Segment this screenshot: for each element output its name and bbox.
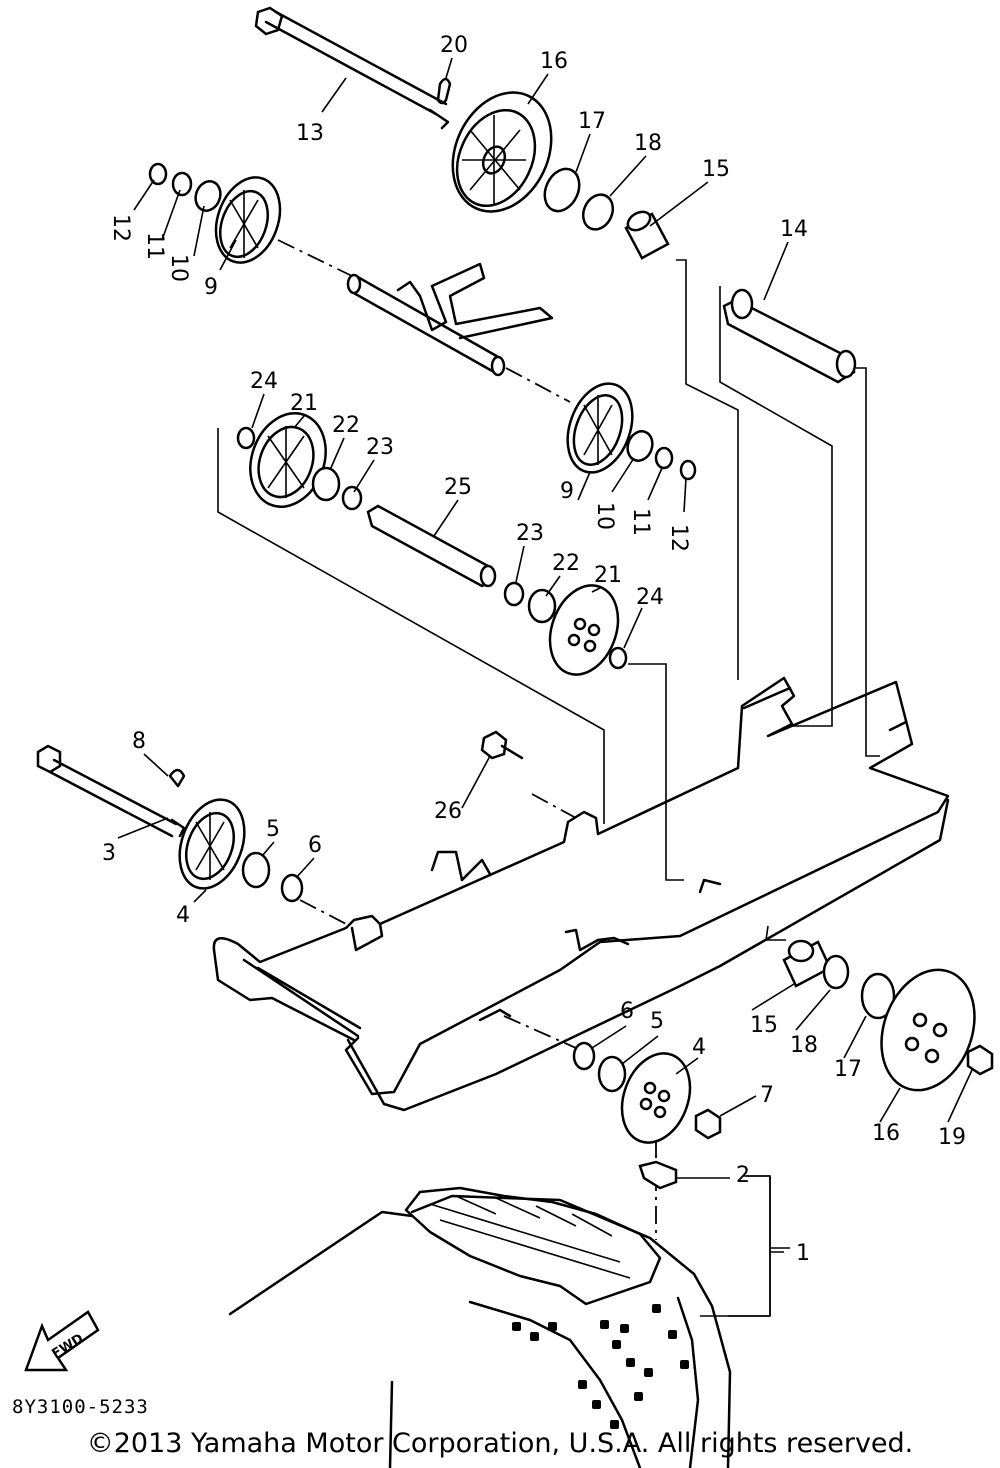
bearing-5-left — [241, 851, 271, 889]
shaft-3 — [36, 744, 186, 838]
circlip-12-top — [148, 162, 168, 186]
fwd-arrow: FWD — [24, 1310, 100, 1372]
bolt-26 — [480, 730, 524, 760]
wheel-4-bottom — [620, 1052, 692, 1144]
callout-13: 13 — [296, 121, 324, 146]
callout-10a: 10 — [166, 254, 191, 282]
callout-22a: 22 — [332, 413, 360, 438]
copyright-notice: ©2013 Yamaha Motor Corporation, U.S.A. A… — [86, 1428, 914, 1459]
cotter-pin-20 — [436, 77, 452, 105]
callout-5b: 5 — [650, 1009, 664, 1034]
callout-6a: 6 — [308, 833, 322, 858]
leader-lines — [217, 259, 880, 1317]
circlip-11-middle — [654, 446, 674, 470]
track-clip-2 — [638, 1160, 678, 1190]
track-1 — [228, 1186, 732, 1468]
circlip-6-left — [280, 873, 304, 903]
circlip-23-left — [341, 485, 363, 511]
callout-15b: 15 — [750, 1013, 778, 1038]
wheel-4-left — [178, 798, 246, 890]
circlip-24-right — [608, 646, 628, 670]
callout-5a: 5 — [266, 817, 280, 842]
drawing-code: 8Y3100-5233 — [12, 1396, 149, 1418]
wheel-21-right — [548, 584, 620, 676]
callout-4b: 4 — [692, 1035, 706, 1060]
callout-23a: 23 — [366, 435, 394, 460]
callout-8: 8 — [132, 729, 146, 754]
wheel-9-top — [214, 176, 282, 264]
wheel-16-bottom — [880, 968, 976, 1092]
axle-25 — [366, 504, 497, 588]
callout-24b: 24 — [636, 585, 664, 610]
callout-18a: 18 — [634, 131, 662, 156]
nut-19 — [966, 1044, 994, 1076]
callout-21a: 21 — [290, 391, 318, 416]
callout-6b: 6 — [620, 999, 634, 1024]
callout-2: 2 — [736, 1163, 750, 1188]
callout-11b: 11 — [628, 508, 653, 536]
callout-12a: 12 — [108, 214, 133, 242]
track-bracket — [700, 1175, 790, 1317]
nut-7 — [694, 1108, 722, 1140]
circlip-11-top — [171, 171, 193, 197]
centerline-b — [299, 793, 577, 1049]
callout-1: 1 — [796, 1241, 810, 1266]
wheel-9-middle — [566, 382, 634, 474]
callout-12b: 12 — [666, 524, 691, 552]
callout-9b: 9 — [560, 479, 574, 504]
callout-7: 7 — [760, 1083, 774, 1108]
bearing-22-right — [527, 588, 557, 624]
circlip-6-bottom — [572, 1041, 596, 1071]
center-arm — [346, 262, 554, 377]
circlip-23-right — [503, 581, 525, 607]
callout-4a: 4 — [176, 903, 190, 928]
circlip-24-left — [236, 426, 256, 450]
callout-14: 14 — [780, 217, 808, 242]
collar-15-top — [624, 210, 670, 260]
bearing-22-left — [311, 466, 341, 502]
cotter-pin-8 — [168, 768, 186, 788]
callout-26: 26 — [434, 799, 462, 824]
callout-23b: 23 — [516, 521, 544, 546]
shaft-13 — [254, 6, 450, 130]
shaft-14 — [722, 288, 857, 384]
callout-22b: 22 — [552, 551, 580, 576]
wheel-16-top — [451, 91, 553, 213]
callout-24a: 24 — [250, 369, 278, 394]
centerline-a — [277, 239, 571, 403]
circlip-18-top — [581, 193, 615, 231]
callout-leaders — [117, 57, 973, 1179]
callout-16b: 16 — [872, 1121, 900, 1146]
callout-3: 3 — [102, 841, 116, 866]
bearing-17-top — [543, 167, 581, 213]
callout-9a: 9 — [204, 275, 218, 300]
wheel-21-left — [249, 411, 327, 509]
callout-17b: 17 — [834, 1057, 862, 1082]
callout-16a: 16 — [540, 49, 568, 74]
bearing-17-bottom — [860, 972, 896, 1020]
circlip-12-middle — [679, 459, 697, 481]
circlip-18-bottom — [822, 954, 850, 990]
callout-18b: 18 — [790, 1033, 818, 1058]
callout-10b: 10 — [592, 502, 617, 530]
bearing-5-bottom — [597, 1055, 627, 1093]
callouts: 1 2 3 4 4 5 5 6 6 7 8 9 9 10 10 11 11 12… — [102, 33, 966, 1266]
callout-25: 25 — [444, 475, 472, 500]
callout-21b: 21 — [594, 563, 622, 588]
bearing-10-middle — [626, 430, 654, 462]
callout-20: 20 — [440, 33, 468, 58]
callout-17a: 17 — [578, 109, 606, 134]
callout-19: 19 — [938, 1125, 966, 1150]
slide-rail-frame — [212, 676, 950, 1112]
callout-15a: 15 — [702, 157, 730, 182]
collar-15-bottom — [782, 939, 832, 988]
